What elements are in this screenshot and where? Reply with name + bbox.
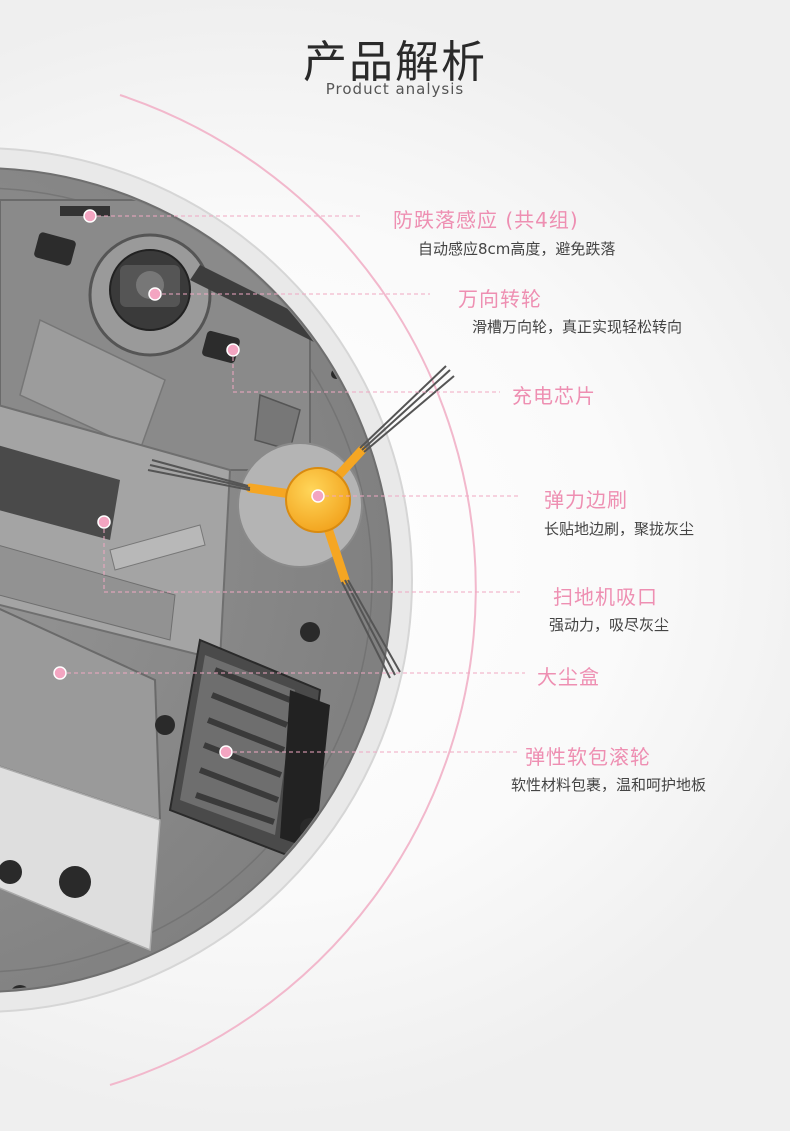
marker-dot-brush xyxy=(311,489,325,503)
feature-title-dust-box: 大尘盒 xyxy=(537,665,600,689)
feature-desc-caster: 滑槽万向轮，真正实现轻松转向 xyxy=(472,318,683,336)
leader-line-suction xyxy=(103,522,520,593)
feature-title-caster: 万向转轮 xyxy=(458,287,542,311)
cliff-sensor-left xyxy=(34,232,76,266)
feature-desc-cliff-sensor: 自动感应8cm高度，避免跌落 xyxy=(418,240,616,258)
feature-title-side-brush: 弹力边刷 xyxy=(544,488,628,512)
feature-title-suction: 扫地机吸口 xyxy=(553,585,658,609)
feature-desc-side-brush: 长贴地边刷，聚拢灰尘 xyxy=(544,520,695,538)
feature-desc-roller: 软性材料包裹，温和呵护地板 xyxy=(511,776,707,794)
marker-dot-suction xyxy=(97,515,111,529)
marker-dot-cliff xyxy=(83,209,97,223)
feature-desc-suction: 强动力，吸尽灰尘 xyxy=(549,616,670,634)
cliff-sensor-top xyxy=(60,206,110,216)
feature-title-charge-chip: 充电芯片 xyxy=(512,384,596,408)
marker-dot-dustbox xyxy=(53,666,67,680)
page-subtitle: Product analysis xyxy=(325,80,465,98)
feature-title-roller: 弹性软包滚轮 xyxy=(525,745,651,769)
page-title: 产品解析 xyxy=(303,37,487,88)
leader-line-charge xyxy=(232,350,500,393)
feature-title-cliff-sensor: 防跌落感应 (共4组) xyxy=(393,208,579,232)
marker-dot-caster xyxy=(148,287,162,301)
pink-outline-arc xyxy=(109,94,477,1086)
marker-dot-roller xyxy=(219,745,233,759)
marker-dot-charge xyxy=(226,343,240,357)
roller-icon xyxy=(180,655,295,835)
